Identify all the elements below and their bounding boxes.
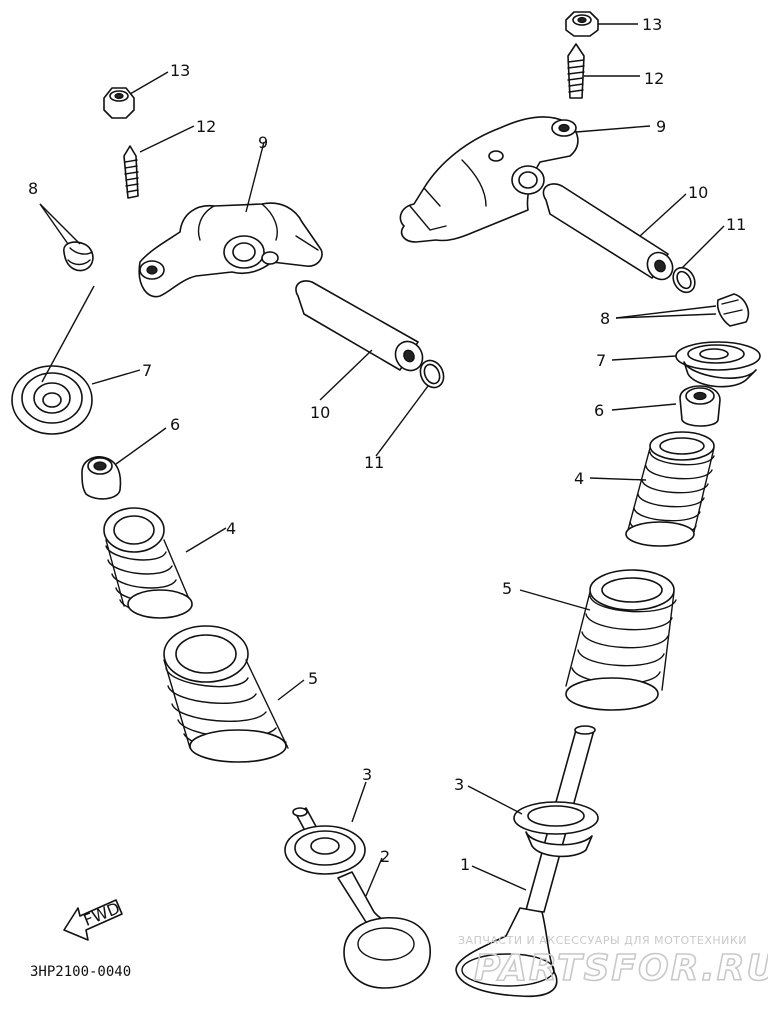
callout-4-right: 4 (574, 469, 584, 488)
leader-lines (39, 23, 725, 897)
callout-5-left: 5 (308, 669, 318, 688)
callout-10-left: 10 (310, 403, 330, 422)
spring-retainer-left (11, 365, 93, 435)
callout-6-right: 6 (594, 401, 604, 420)
callout-9-right: 9 (656, 117, 666, 136)
inner-valve-spring-right (625, 431, 715, 547)
valve-stem-seal-left (81, 456, 122, 500)
o-ring-left (419, 359, 445, 389)
callout-3-right: 3 (454, 775, 464, 794)
callout-11-left: 11 (364, 453, 384, 472)
callout-12-left: 12 (196, 117, 216, 136)
valve-right (455, 725, 599, 998)
callout-10-right: 10 (688, 183, 708, 202)
callout-7-left: 7 (142, 361, 152, 380)
rocker-arm-left (138, 202, 323, 298)
callout-8-right: 8 (600, 309, 610, 328)
callout-labels: 13 12 9 8 7 10 11 6 4 5 3 2 13 12 9 10 1… (28, 15, 746, 874)
valve-cotters-left (63, 241, 94, 272)
callout-11-right: 11 (726, 215, 746, 234)
callout-13-right: 13 (642, 15, 662, 34)
o-ring-right (672, 266, 696, 294)
callout-2-left: 2 (380, 847, 390, 866)
fwd-label: FWD (81, 898, 123, 930)
callout-5-right: 5 (502, 579, 512, 598)
diagram-code: 3HP2100-0040 (30, 964, 131, 980)
callout-13-left: 13 (170, 61, 190, 80)
watermark-brand: PARTSFOR.RU (474, 948, 768, 989)
outer-valve-spring-left (163, 625, 289, 763)
nut-left (103, 87, 135, 119)
callout-1-right: 1 (460, 855, 470, 874)
valve-cotters-right (716, 293, 750, 327)
inner-valve-spring-left (103, 507, 193, 619)
adjusting-screw-right (567, 43, 585, 99)
callout-7-right: 7 (596, 351, 606, 370)
callout-6-left: 6 (170, 415, 180, 434)
spring-retainer-right (675, 341, 761, 388)
callout-4-left: 4 (226, 519, 236, 538)
rocker-shaft-right (542, 183, 674, 281)
watermark: ЗАПЧАСТИ И АКСЕССУАРЫ ДЛЯ МОТОТЕХНИКИ PA… (458, 934, 768, 990)
rocker-shaft-left (295, 280, 424, 372)
watermark-caption: ЗАПЧАСТИ И АКСЕССУАРЫ ДЛЯ МОТОТЕХНИКИ (458, 934, 747, 947)
valve-stem-seal-right (679, 385, 721, 427)
outer-valve-spring-right (565, 569, 677, 711)
callout-3-left: 3 (362, 765, 372, 784)
callout-8-left: 8 (28, 179, 38, 198)
callout-9-left: 9 (258, 133, 268, 152)
forward-arrow-icon: FWD (63, 898, 123, 941)
callout-12-right: 12 (644, 69, 664, 88)
nut-right (565, 11, 599, 37)
adjusting-screw-left (123, 145, 139, 199)
rocker-arm-right (399, 116, 579, 243)
valve-left (284, 807, 431, 989)
